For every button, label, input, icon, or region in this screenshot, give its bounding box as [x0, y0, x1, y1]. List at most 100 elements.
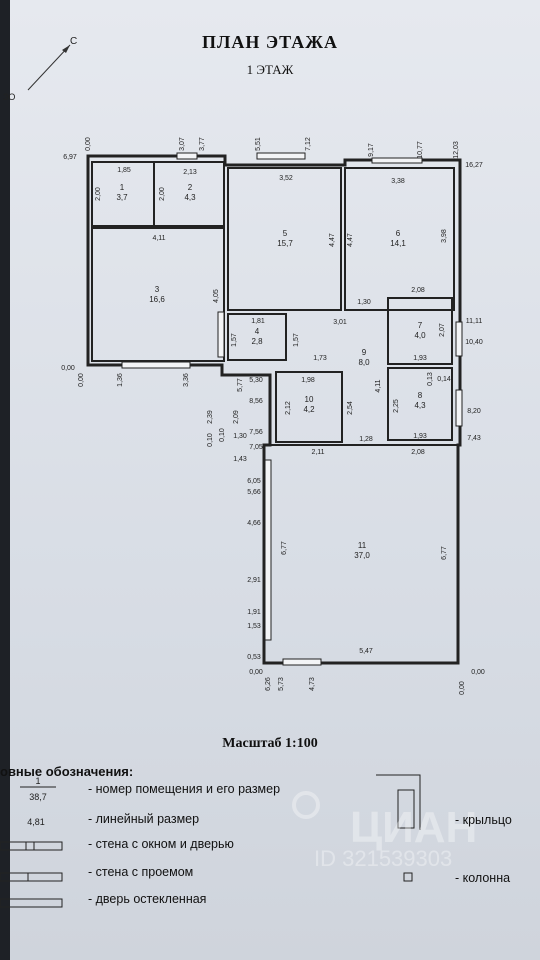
dim-label: 3,77 — [199, 137, 206, 151]
legend-room: - номер помещения и его размер — [88, 782, 281, 796]
dim-label: 10,77 — [417, 141, 424, 159]
room-9-area: 8,0 — [358, 358, 370, 367]
outer-walls — [86, 154, 462, 665]
room-5-number: 5 — [283, 229, 288, 238]
room-2-number: 2 — [188, 183, 193, 192]
dim-label: 1,85 — [117, 167, 131, 174]
dim-label: 5,51 — [255, 137, 262, 151]
dim-label: 0,00 — [459, 681, 466, 695]
dim-label: 2,25 — [393, 399, 400, 413]
dim-label: 1,57 — [293, 333, 300, 347]
room-7-area: 4,0 — [414, 331, 426, 340]
legend-wall-opening: - стена с проемом — [88, 865, 194, 879]
dim-label: 1,30 — [357, 299, 371, 306]
room-11-number: 11 — [358, 541, 367, 550]
dim-label: 12,03 — [453, 141, 460, 159]
dim-label: 4,73 — [309, 677, 316, 691]
legend-title: овные обозначения: — [0, 764, 134, 779]
watermark-id: ID 321539303 — [314, 846, 452, 871]
dim-label: 1,53 — [247, 623, 261, 630]
dim-label: 7,05 — [249, 444, 263, 451]
dim-label: 3,38 — [391, 178, 405, 185]
dim-label: 5,77 — [237, 378, 244, 392]
dim-label: 2,91 — [247, 577, 261, 584]
windows — [121, 152, 463, 666]
dim-label: 11,11 — [466, 318, 483, 325]
legend-porch: - крыльцо — [455, 813, 512, 827]
dim-label: 2,39 — [207, 410, 214, 424]
dim-label: 9,17 — [368, 143, 375, 157]
dim-label: 3,52 — [279, 175, 293, 182]
dim-label: 1,98 — [301, 377, 315, 384]
dim-label: 0,00 — [78, 373, 85, 387]
dim-label: 3,36 — [183, 373, 190, 387]
legend-wall-window: - стена с окном и дверью — [88, 837, 234, 851]
side-mark: ЗО — [3, 92, 15, 102]
room-8-number: 8 — [418, 391, 423, 400]
plan-title: ПЛАН ЭТАЖА — [201, 32, 339, 52]
dim-label: 1,91 — [247, 609, 261, 616]
room-7-number: 7 — [418, 321, 423, 330]
dim-label: 1,81 — [251, 318, 265, 325]
dim-label: 2,00 — [159, 187, 166, 201]
interior-walls — [91, 161, 458, 446]
dim-label: 2,13 — [183, 169, 197, 176]
room-6-number: 6 — [396, 229, 401, 238]
room-2-area: 4,3 — [184, 193, 196, 202]
legend-sample-area: 38,7 — [29, 792, 47, 802]
dim-label: 8,20 — [467, 408, 481, 415]
legend-sample-dim: 4,81 — [27, 817, 45, 827]
dim-label: 1,36 — [117, 373, 124, 387]
dim-label: 7,12 — [305, 137, 312, 151]
watermark-logo: ЦИАН — [350, 803, 477, 852]
room-4-area: 2,8 — [251, 337, 263, 346]
dim-label: 2,07 — [439, 323, 446, 337]
dim-label: 16,27 — [465, 162, 483, 169]
floor-subtitle: 1 ЭТАЖ — [246, 62, 294, 77]
room-3-number: 3 — [155, 285, 160, 294]
dim-label: 0,14 — [437, 376, 451, 383]
dim-label: 2,11 — [311, 449, 324, 456]
dim-label: 6,77 — [441, 546, 448, 560]
room-4-number: 4 — [255, 327, 260, 336]
dim-label: 4,11 — [375, 379, 382, 392]
legend-dimension: - линейный размер — [88, 812, 200, 826]
legend-sample-number: 1 — [35, 776, 40, 786]
dim-label: 1,57 — [231, 333, 238, 347]
dim-label: 0,10 — [207, 433, 214, 447]
dim-label: 5,30 — [249, 377, 263, 384]
watermark: ЦИАН ID 321539303 — [292, 791, 477, 871]
dim-label: 1,30 — [233, 433, 247, 440]
dim-label: 0,00 — [85, 137, 92, 151]
compass-label: С — [70, 36, 77, 47]
compass-icon: С — [27, 36, 77, 91]
dim-label: 4,05 — [213, 289, 220, 303]
dim-label: 5,47 — [359, 648, 373, 655]
dim-label: 7,43 — [467, 435, 481, 442]
dim-label: 4,11 — [152, 235, 165, 242]
room-11-area: 37,0 — [354, 551, 370, 560]
dim-label: 5,73 — [278, 677, 285, 691]
location-pin-icon — [292, 791, 320, 819]
dim-label: 2,08 — [411, 449, 425, 456]
dim-label: 2,54 — [347, 401, 354, 415]
room-10-area: 4,2 — [303, 405, 315, 414]
room-1-number: 1 — [120, 183, 125, 192]
dim-label: 0,00 — [471, 669, 485, 676]
dim-label: 10,40 — [465, 339, 483, 346]
dim-label: 2,12 — [285, 401, 292, 415]
room-9-number: 9 — [362, 348, 367, 357]
dim-label: 0,10 — [219, 428, 226, 442]
legend-column: - колонна — [455, 871, 511, 885]
dim-label: 6,77 — [281, 541, 288, 555]
room-6-area: 14,1 — [390, 239, 406, 248]
dim-label: 1,93 — [413, 433, 427, 440]
dim-label: 6,97 — [63, 154, 77, 161]
dim-label: 1,28 — [359, 436, 373, 443]
dim-label: 3,01 — [333, 319, 347, 326]
dim-label: 6,26 — [265, 677, 272, 691]
dim-label: 8,56 — [249, 398, 263, 405]
dim-label: 1,93 — [413, 355, 427, 362]
dim-label: 5,66 — [247, 489, 261, 496]
